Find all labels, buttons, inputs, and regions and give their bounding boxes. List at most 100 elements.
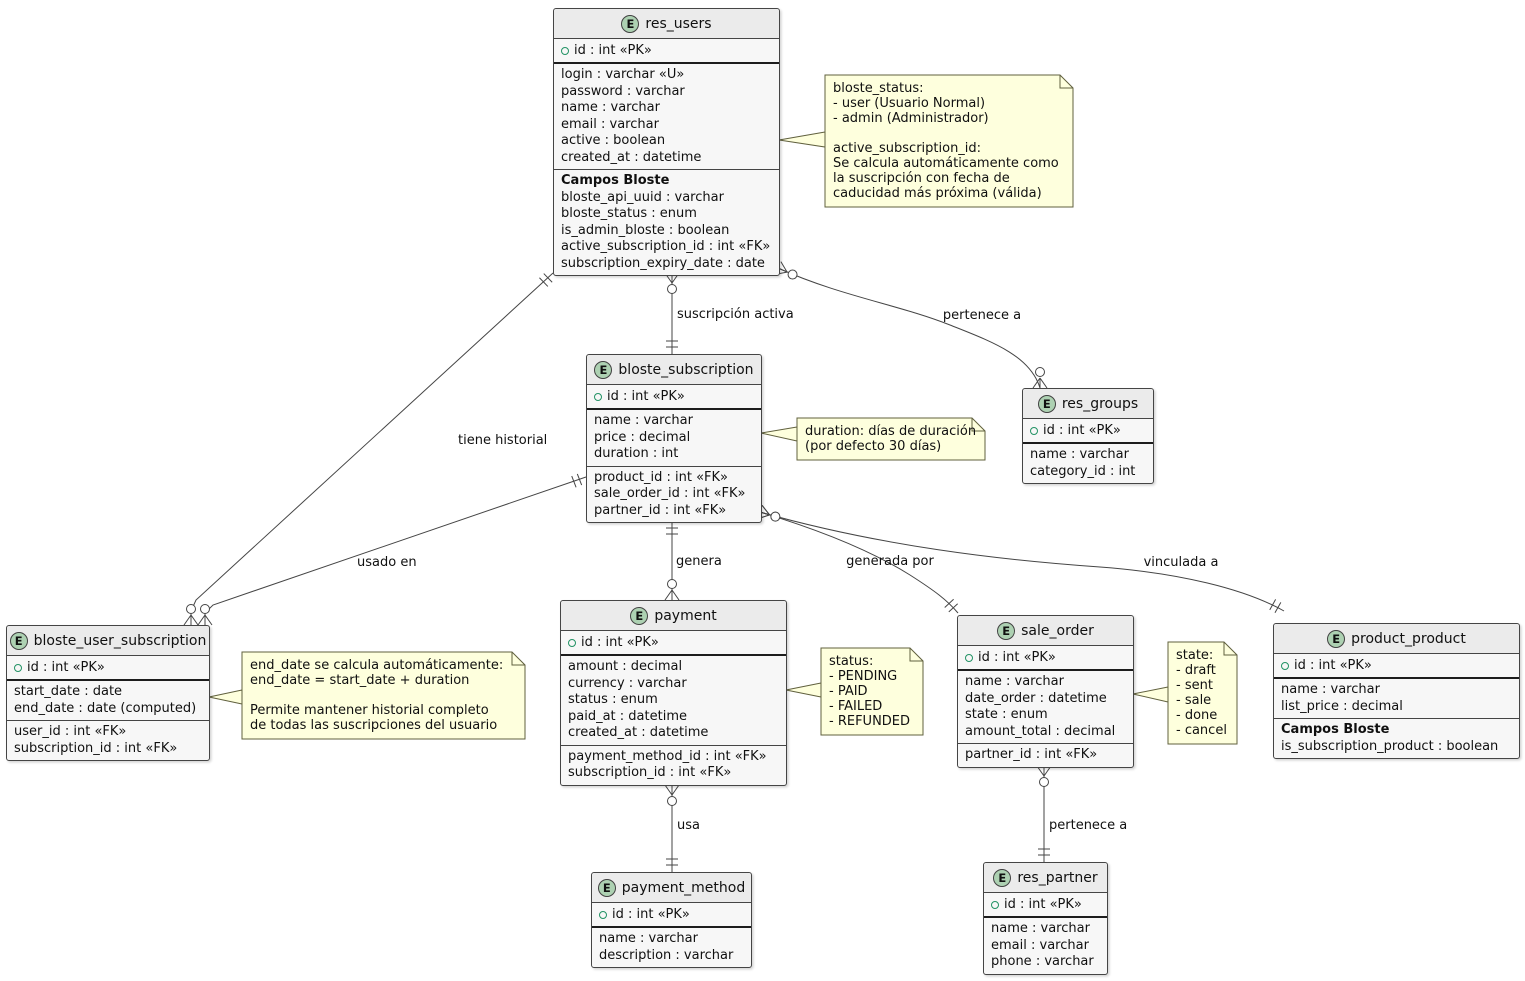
entity-field: status : enum: [568, 692, 658, 707]
entity-name: bloste_user_subscription: [33, 632, 207, 649]
note-note_status: [820, 647, 924, 736]
entity-field: sale_order_id : int «FK»: [594, 486, 746, 501]
entity-field: name : varchar: [965, 674, 1064, 689]
entity-field: state : enum: [965, 707, 1048, 722]
note-text-note_duration: duration: días de duración(por defecto 3…: [797, 418, 985, 460]
entity-field: paid_at : datetime: [568, 708, 687, 724]
entity-field: subscription_expiry_date : date: [561, 255, 765, 271]
pk-field: id : int «PK»: [27, 660, 105, 675]
note-line: end_date = start_date + duration: [250, 673, 470, 688]
pk-field: id : int «PK»: [574, 43, 652, 58]
entity-field: password : varchar: [561, 83, 685, 99]
entity-field: active_subscription_id : int «FK»: [561, 239, 771, 254]
entity-field: start_date : date: [14, 684, 123, 699]
entity-field: amount : decimal: [568, 659, 683, 674]
entity-field: active : boolean: [561, 133, 666, 148]
entity-field: is_subscription_product : boolean: [1281, 738, 1499, 754]
entity-pk-row: id : int «PK»: [958, 646, 1133, 671]
note-note_bloste_status: [824, 74, 1074, 208]
entity-pk-row: id : int «PK»: [984, 893, 1107, 918]
entity-field: date_order : datetime: [965, 690, 1107, 706]
entity-icon: E: [1327, 629, 1346, 648]
note-tail: [1132, 686, 1169, 703]
entity-pk-row: id : int «PK»: [7, 656, 209, 681]
entity-field: email : varchar: [561, 116, 659, 132]
note-line: - sent: [1176, 678, 1213, 693]
note-line: - PAID: [829, 684, 868, 699]
note-line: state:: [1176, 648, 1214, 663]
relation-label: suscripción activa: [677, 307, 794, 322]
entity-field: bloste_status : enum: [561, 206, 697, 221]
pk-bullet-icon: [594, 392, 602, 401]
note-line: - admin (Administrador): [833, 111, 989, 126]
note-note_duration: [796, 417, 986, 461]
entity-field: currency : varchar: [568, 675, 687, 691]
note-line: end_date se calcula automáticamente:: [250, 658, 504, 673]
note-line: Permite mantener historial completo: [250, 703, 489, 718]
entity-field: is_admin_bloste : boolean: [561, 222, 730, 238]
pk-field: id : int «PK»: [1004, 897, 1082, 912]
entity-section: partner_id : int «FK»: [958, 744, 1133, 767]
entity-pk-row: id : int «PK»: [592, 903, 751, 928]
note-line: - user (Usuario Normal): [833, 96, 986, 111]
entity-icon: E: [1037, 394, 1056, 413]
relation-line-rel_tiene_historial: [190, 272, 554, 625]
pk-bullet-icon: [965, 653, 973, 662]
note-fold-icon: [909, 648, 923, 662]
entity-name: product_product: [1351, 630, 1466, 647]
note-tail: [760, 426, 798, 442]
entity-field: partner_id : int «FK»: [965, 747, 1098, 762]
note-fold-icon: [1223, 642, 1237, 656]
entity-field: partner_id : int «FK»: [594, 502, 727, 518]
note-line: - sale: [1176, 693, 1212, 708]
note-line: [833, 126, 1065, 141]
relation-label: pertenece a: [1049, 818, 1127, 833]
entity-field: payment_method_id : int «FK»: [568, 748, 767, 764]
entity-icon: E: [9, 631, 28, 650]
note-text-note_status: status:- PENDING- PAID- FAILED- REFUNDED: [821, 648, 923, 735]
entity-icon: E: [630, 606, 649, 625]
entity-pk-row: id : int «PK»: [587, 385, 761, 410]
pk-field: id : int «PK»: [612, 907, 690, 922]
note-note_state: [1167, 641, 1238, 745]
pk-field: id : int «PK»: [607, 389, 685, 404]
entity-name: res_groups: [1061, 395, 1139, 412]
relation-line-rel_pertenece_groups: [777, 267, 1041, 389]
relation-label: usado en: [357, 555, 417, 570]
entity-icon: E: [597, 878, 616, 897]
entity-field: login : varchar «U»: [561, 67, 685, 82]
entity-name: bloste_subscription: [618, 361, 754, 378]
note-tail: [778, 131, 826, 148]
note-line: - FAILED: [829, 699, 883, 714]
entity-field: duration : int: [594, 446, 679, 461]
entity-field: list_price : decimal: [1281, 698, 1403, 714]
relation-label: generada por: [846, 554, 934, 569]
note-tail: [208, 689, 243, 705]
note-note_end_date: [241, 651, 526, 740]
relation-label: tiene historial: [458, 433, 547, 448]
note-text-note_end_date: end_date se calcula automáticamente:end_…: [242, 652, 525, 739]
entity-section: payment_method_id : int «FK»subscription…: [561, 746, 786, 785]
entity-field: amount_total : decimal: [965, 723, 1116, 739]
note-text-note_state: state:- draft- sent- sale- done- cancel: [1168, 642, 1237, 744]
note-fold-icon: [1059, 75, 1073, 89]
pk-bullet-icon: [599, 910, 607, 919]
entity-field: user_id : int «FK»: [14, 724, 127, 739]
